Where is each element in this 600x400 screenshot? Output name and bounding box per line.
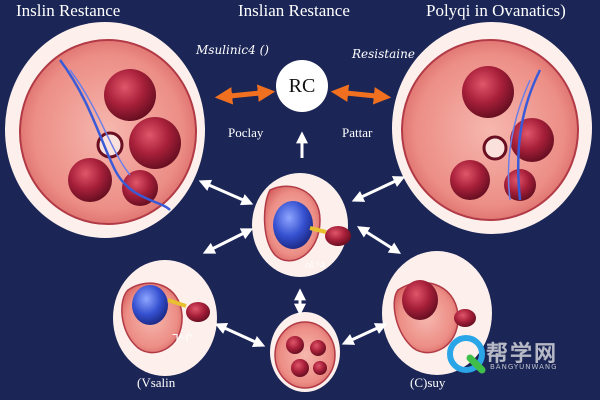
bottom-center-tissue-illustration bbox=[270, 312, 340, 392]
watermark-logo: 帮学网 BANGYUNWANG bbox=[446, 334, 576, 374]
title-center: Inslian Restance bbox=[238, 1, 350, 20]
label-pattar: Pattar bbox=[342, 125, 373, 140]
label-bottom-left: (Vsalin bbox=[137, 375, 176, 390]
arrow-orange-left bbox=[214, 84, 276, 105]
arrow-left-to-center bbox=[198, 179, 254, 206]
bottom-left-tissue-illustration bbox=[113, 260, 217, 376]
rc-node: RC bbox=[276, 60, 328, 112]
right-tissue-illustration bbox=[392, 22, 592, 234]
arrow-right-to-center bbox=[351, 176, 406, 202]
center-tissue-illustration bbox=[252, 173, 351, 277]
arrow-center-to-bottom-right bbox=[356, 226, 402, 254]
arrow-bottom-right-to-bottom-center bbox=[341, 323, 388, 345]
title-left: Inslin Restance bbox=[16, 1, 121, 20]
bottom-right-tissue-illustration bbox=[382, 251, 492, 375]
arrow-orange-right bbox=[330, 84, 392, 105]
watermark-sub: BANGYUNWANG bbox=[490, 363, 558, 371]
label-small-left-node: ᒣᵎᒡᒌ bbox=[172, 333, 193, 345]
label-resistaine: Resistaine bbox=[352, 47, 415, 61]
label-poclay: Poclay bbox=[228, 125, 264, 140]
label-bottom-right: (C)suy bbox=[410, 375, 446, 390]
watermark-brand: 帮学网 bbox=[486, 342, 559, 367]
arrow-bottom-left-to-bottom-center bbox=[214, 323, 266, 347]
label-middle-node: ol ¹4 bbox=[305, 259, 326, 271]
rc-label: RC bbox=[288, 74, 316, 97]
title-right: Polyqi in Ovanatics) bbox=[426, 1, 566, 20]
left-tissue-illustration bbox=[5, 22, 205, 238]
watermark-q-icon bbox=[447, 335, 486, 374]
arrow-center-to-bottom-left bbox=[202, 228, 254, 254]
label-msulinic: Msulinic4 () bbox=[196, 43, 269, 57]
